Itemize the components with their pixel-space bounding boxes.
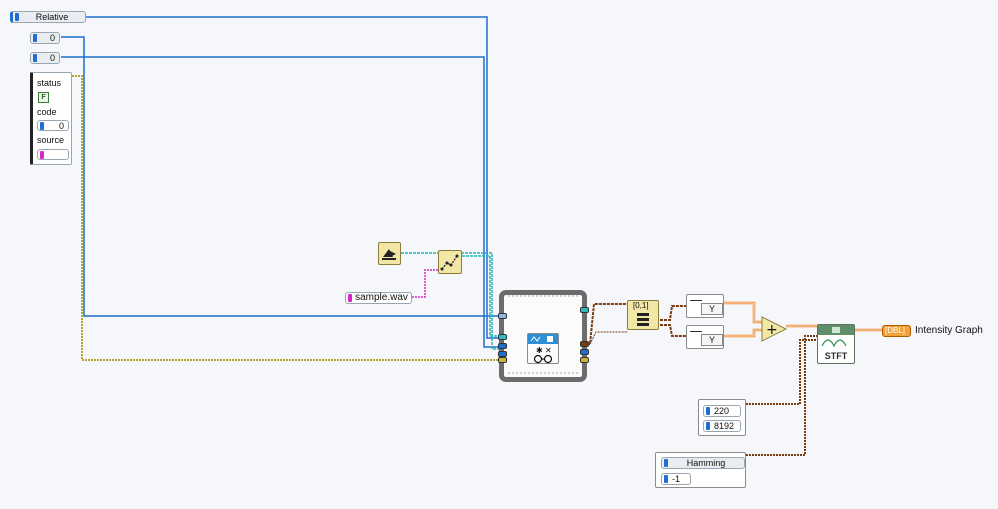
status-boolean[interactable]: F — [38, 92, 49, 103]
wire-waveform-b[interactable] — [589, 331, 628, 345]
source-field[interactable] — [37, 149, 69, 160]
tunnel-in-1[interactable] — [498, 313, 507, 319]
plus-icon: + — [766, 322, 778, 338]
file-path-constant[interactable]: sample.wav — [345, 292, 412, 304]
svg-text:✕: ✕ — [545, 346, 552, 355]
string-type-icon — [40, 150, 44, 159]
ring-type-icon — [664, 459, 668, 467]
time-steps-value: 220 — [714, 406, 730, 416]
numeric-constant-b-value: 0 — [49, 53, 55, 63]
speaker-play-icon — [382, 249, 396, 260]
sound-read-subvi[interactable]: ✱ ✕ — [527, 333, 559, 364]
waveform-header-icon — [530, 336, 553, 342]
stft-label: STFT — [824, 351, 848, 361]
add-function[interactable]: + — [761, 316, 787, 342]
wire-array-a-core — [724, 302, 763, 323]
unbundle-key-icon — [690, 296, 702, 301]
glasses-icon: ✱ ✕ — [533, 346, 553, 364]
code-label: code — [37, 107, 57, 117]
sound-file-read-vi[interactable] — [438, 250, 462, 274]
wire-error[interactable] — [72, 75, 501, 361]
stft-node[interactable]: STFT — [817, 324, 855, 364]
numeric-constant-a[interactable]: 0 — [30, 32, 60, 44]
relative-ring-constant[interactable]: Relative — [10, 11, 86, 23]
time-freq-cluster-constant[interactable]: 220 8192 — [698, 399, 746, 436]
svg-text:✱: ✱ — [536, 346, 543, 355]
source-label: source — [37, 135, 65, 145]
window-cluster-constant[interactable]: Hamming -1 — [655, 452, 746, 488]
error-cluster-constant[interactable]: status F code 0 source — [30, 72, 72, 165]
intensity-graph-terminal[interactable]: [DBL] — [882, 325, 911, 337]
tunnel-out-2[interactable] — [580, 341, 589, 347]
window-param-value: -1 — [672, 474, 681, 484]
freq-bins-value: 8192 — [714, 421, 735, 431]
unbundle-y-node-b[interactable]: Y — [686, 325, 724, 349]
path-type-icon — [348, 294, 352, 302]
numeric-type-icon — [33, 54, 37, 62]
tunnel-out-3[interactable] — [580, 349, 589, 355]
status-label: status — [37, 78, 62, 88]
frame-top-edge — [508, 295, 578, 300]
stft-header — [818, 325, 854, 335]
numeric-type-icon — [706, 422, 710, 430]
wire-index-y2[interactable] — [660, 324, 686, 337]
unbundle-b-field: Y — [701, 334, 723, 346]
tunnel-in-3[interactable] — [498, 343, 507, 349]
code-field[interactable]: 0 — [37, 120, 69, 131]
unbundle-key-icon — [690, 327, 702, 332]
intensity-graph-label: Intensity Graph — [915, 325, 983, 336]
wire-index-y1[interactable] — [660, 305, 686, 321]
index-array-node[interactable]: [0,1] — [627, 300, 659, 330]
tunnel-out-1[interactable] — [580, 307, 589, 313]
numeric-type-icon — [664, 475, 668, 483]
wire-path[interactable] — [412, 269, 438, 298]
freq-bins-field[interactable]: 8192 — [703, 420, 741, 432]
numeric-type-icon — [15, 13, 19, 21]
wire-array-b[interactable] — [724, 328, 763, 338]
frame-bottom-edge — [508, 372, 578, 377]
indicator-type-label: [DBL] — [885, 326, 906, 335]
wire-num-a[interactable] — [61, 36, 501, 317]
window-type-ring[interactable]: Hamming — [661, 457, 745, 469]
window-type-value: Hamming — [686, 458, 726, 468]
numeric-type-icon — [706, 407, 710, 415]
tunnel-in-5[interactable] — [498, 357, 507, 363]
time-steps-field[interactable]: 220 — [703, 405, 741, 417]
index-array-label: [0,1] — [633, 301, 649, 310]
wire-array-b-core — [724, 329, 763, 337]
tunnel-out-4[interactable] — [580, 357, 589, 363]
wire-relative[interactable] — [85, 16, 501, 339]
window-param-field[interactable]: -1 — [661, 473, 691, 485]
relative-ring-value: Relative — [35, 12, 69, 22]
numeric-type-icon — [33, 34, 37, 42]
file-path-value: sample.wav — [355, 292, 408, 303]
subvi-header — [528, 334, 558, 344]
tunnel-in-4[interactable] — [498, 351, 507, 357]
wire-array-a[interactable] — [724, 301, 763, 324]
spectrogram-icon — [832, 327, 840, 333]
wire-window[interactable] — [746, 335, 817, 456]
sound-file-refnum-vi[interactable] — [378, 242, 401, 265]
unbundle-y-node-a[interactable]: Y — [686, 294, 724, 318]
wire-num-b[interactable] — [61, 56, 501, 348]
hamming-window-icon — [821, 339, 847, 348]
tunnel-in-2[interactable] — [498, 334, 507, 340]
array-grid-icon — [637, 313, 649, 326]
scatter-path-icon — [440, 254, 459, 271]
numeric-constant-b[interactable]: 0 — [30, 52, 60, 64]
code-value: 0 — [58, 120, 64, 131]
wire-time-freq[interactable] — [746, 339, 817, 405]
numeric-type-icon — [40, 121, 44, 130]
numeric-constant-a-value: 0 — [49, 33, 55, 43]
unbundle-a-field: Y — [701, 303, 723, 315]
